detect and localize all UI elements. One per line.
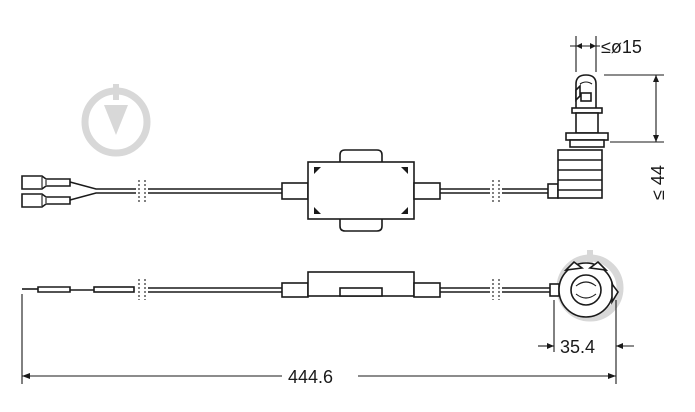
cable-break-left — [138, 180, 146, 202]
dimension-total-length: 444.6 — [21, 294, 617, 387]
cable-break-right — [492, 180, 500, 202]
wire-upper — [69, 181, 136, 190]
top-view-assembly: ≤ø15 ≤ 44 — [21, 36, 668, 232]
control-box-side — [307, 271, 415, 297]
dimension-diameter: ≤ø15 — [570, 36, 642, 72]
dimension-base-width: 35.4 — [538, 300, 634, 357]
strain-relief-left — [281, 182, 309, 200]
dimension-label-base-width: 35.4 — [560, 337, 595, 357]
connector-terminal-bottom — [22, 286, 135, 293]
watermark-logo-left-icon — [81, 84, 151, 157]
strain-relief-right — [413, 182, 441, 200]
control-box-top — [307, 149, 415, 232]
dimension-label-total-length: 444.6 — [288, 367, 333, 387]
connector-terminal-lower — [21, 193, 71, 208]
connector-terminal-upper — [21, 175, 71, 190]
strain-relief-bottom-left — [281, 282, 309, 298]
bottom-view-assembly: 35.4 444.6 — [21, 260, 634, 387]
bulb-cable-entry — [547, 183, 559, 199]
bulb-base-front-view — [558, 260, 619, 318]
bulb-side-view — [557, 74, 609, 199]
dimension-label-diameter: ≤ø15 — [601, 37, 642, 57]
dimension-height: ≤ 44 — [604, 74, 668, 200]
cable-break-bottom-right — [492, 279, 500, 300]
strain-relief-bottom-right — [413, 282, 441, 298]
wire-lower — [69, 192, 136, 201]
bulb-base-cable-entry — [549, 283, 560, 297]
dimension-label-height: ≤ 44 — [648, 165, 668, 200]
cable-break-bottom-left — [138, 279, 146, 300]
